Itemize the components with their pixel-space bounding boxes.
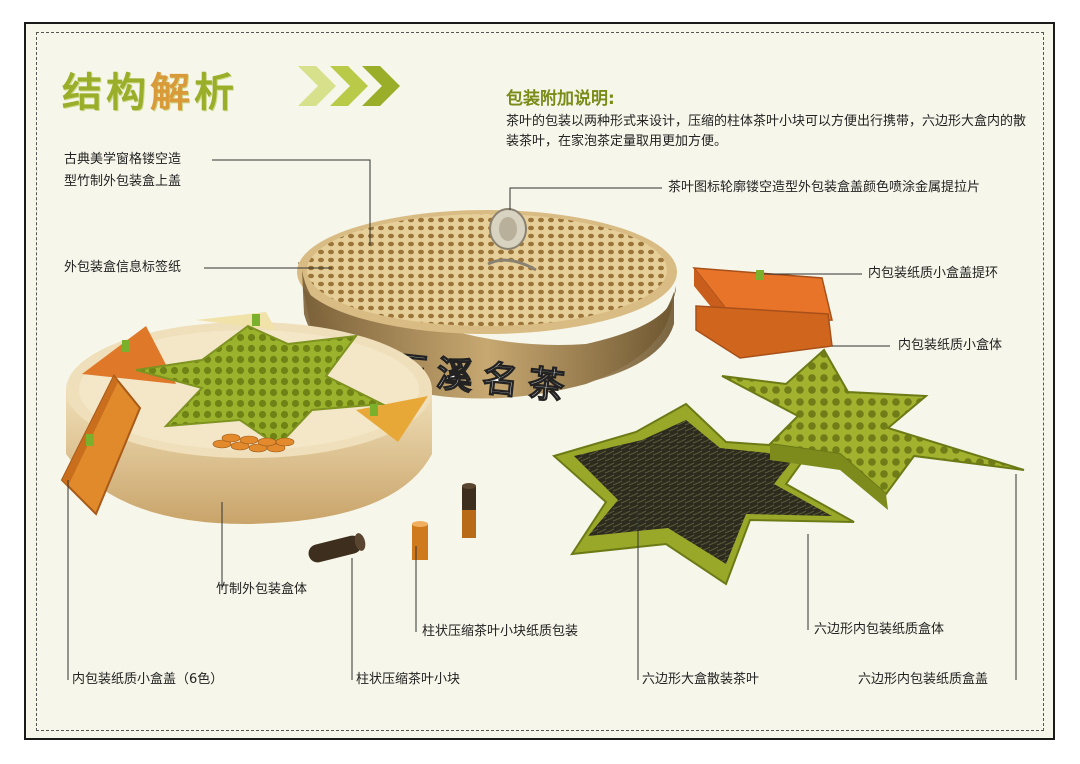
label-lid-bottom: 型竹制外包装盒上盖: [64, 172, 181, 191]
label-lid-top: 古典美学窗格镂空造: [64, 150, 181, 169]
tea-pillar: [307, 532, 367, 564]
tea-pillar-paper-pack: [412, 483, 476, 560]
small-orange-box: [694, 268, 832, 358]
poster: 结构解析 包装附加说明: 茶叶的包装以两种形式来设计，压缩的柱体茶叶小块可以方便…: [24, 22, 1055, 740]
label-pull-tab: 茶叶图标轮廓镂空造型外包装盒盖颜色喷涂金属提拉片: [668, 178, 980, 197]
label-small-ring: 内包装纸质小盒盖提环: [868, 264, 998, 283]
label-hex-body: 六边形内包装纸质盒体: [814, 620, 944, 639]
label-small-lid: 内包装纸质小盒盖（6色）: [72, 670, 223, 689]
label-info-label: 外包装盒信息标签纸: [64, 258, 181, 277]
label-small-body: 内包装纸质小盒体: [898, 336, 1002, 355]
label-bamboo-body: 竹制外包装盒体: [216, 580, 307, 599]
label-pillar: 柱状压缩茶叶小块: [356, 670, 460, 689]
label-pillar-pack: 柱状压缩茶叶小块纸质包装: [422, 622, 578, 641]
label-hex-lid: 六边形内包装纸质盒盖: [858, 670, 988, 689]
label-loose-tea: 六边形大盒散装茶叶: [642, 670, 759, 689]
